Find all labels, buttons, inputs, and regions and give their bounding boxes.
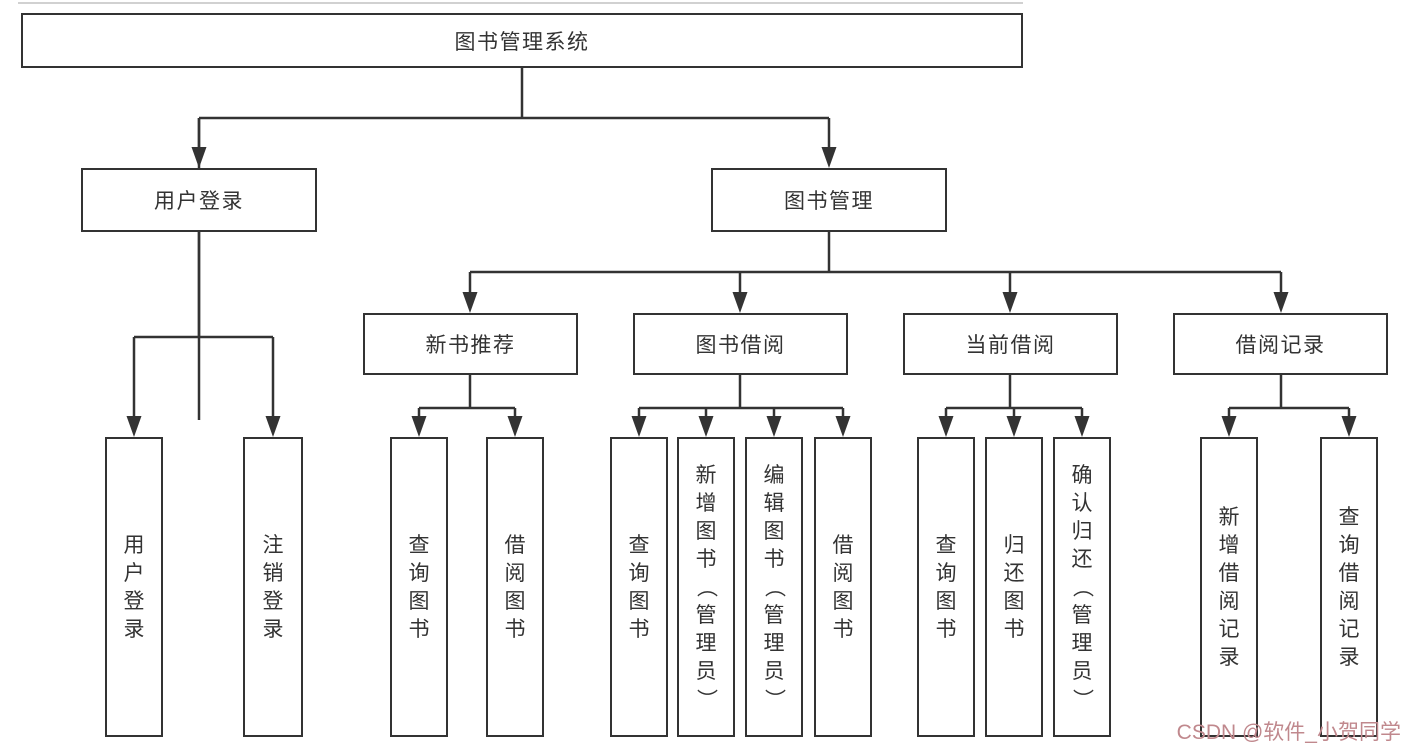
leaf-borrow-books: 借阅图书 xyxy=(814,437,872,737)
leaf-user-login: 用户登录 xyxy=(105,437,163,737)
node-new-book-recommendation: 新书推荐 xyxy=(363,313,578,375)
node-label: 注销登录 xyxy=(262,533,284,641)
node-label: 查询借阅记录 xyxy=(1338,505,1360,669)
node-label: 用户登录 xyxy=(123,533,145,641)
leaf-logout: 注销登录 xyxy=(243,437,303,737)
arrowheads xyxy=(126,147,1357,437)
node-label: 图书管理系统 xyxy=(454,29,590,54)
node-label: 图书管理 xyxy=(784,189,874,213)
node-current-borrowing: 当前借阅 xyxy=(903,313,1118,375)
node-label: 新书推荐 xyxy=(425,333,516,357)
node-label: 当前借阅 xyxy=(965,333,1056,357)
node-borrowing-records: 借阅记录 xyxy=(1173,313,1388,375)
node-label: 查询图书 xyxy=(628,533,650,641)
node-label: 用户登录 xyxy=(154,189,244,213)
node-label: 新增借阅记录 xyxy=(1218,505,1240,669)
leaf-add-borrow-record: 新增借阅记录 xyxy=(1200,437,1258,737)
node-label: 确认归还（管理员） xyxy=(1070,463,1094,710)
leaf-current-query-books: 查询图书 xyxy=(917,437,975,737)
leaf-return-books: 归还图书 xyxy=(985,437,1043,737)
node-label: 编辑图书（管理员） xyxy=(762,463,786,710)
leaf-newbook-borrow-books: 借阅图书 xyxy=(486,437,544,737)
node-label: 图书借阅 xyxy=(695,333,786,357)
node-label: 查询图书 xyxy=(408,533,430,641)
top-edge-divider xyxy=(18,2,1023,4)
node-library-management-system: 图书管理系统 xyxy=(21,13,1023,68)
node-label: 借阅图书 xyxy=(504,533,526,641)
leaf-add-books-admin: 新增图书（管理员） xyxy=(677,437,735,737)
node-label: 借阅图书 xyxy=(832,533,854,641)
node-label: 借阅记录 xyxy=(1235,333,1326,357)
leaf-query-borrow-record: 查询借阅记录 xyxy=(1320,437,1378,737)
leaf-edit-books-admin: 编辑图书（管理员） xyxy=(745,437,803,737)
node-user-login: 用户登录 xyxy=(81,168,317,232)
leaf-confirm-return-admin: 确认归还（管理员） xyxy=(1053,437,1111,737)
node-book-management: 图书管理 xyxy=(711,168,947,232)
node-label: 新增图书（管理员） xyxy=(694,463,718,710)
csdn-watermark: CSDN @软件_小贺同学 xyxy=(1176,721,1401,744)
leaf-newbook-query-books: 查询图书 xyxy=(390,437,448,737)
node-book-borrowing: 图书借阅 xyxy=(633,313,848,375)
node-label: 查询图书 xyxy=(935,533,957,641)
leaf-borrowing-query-books: 查询图书 xyxy=(610,437,668,737)
node-label: 归还图书 xyxy=(1003,533,1025,641)
